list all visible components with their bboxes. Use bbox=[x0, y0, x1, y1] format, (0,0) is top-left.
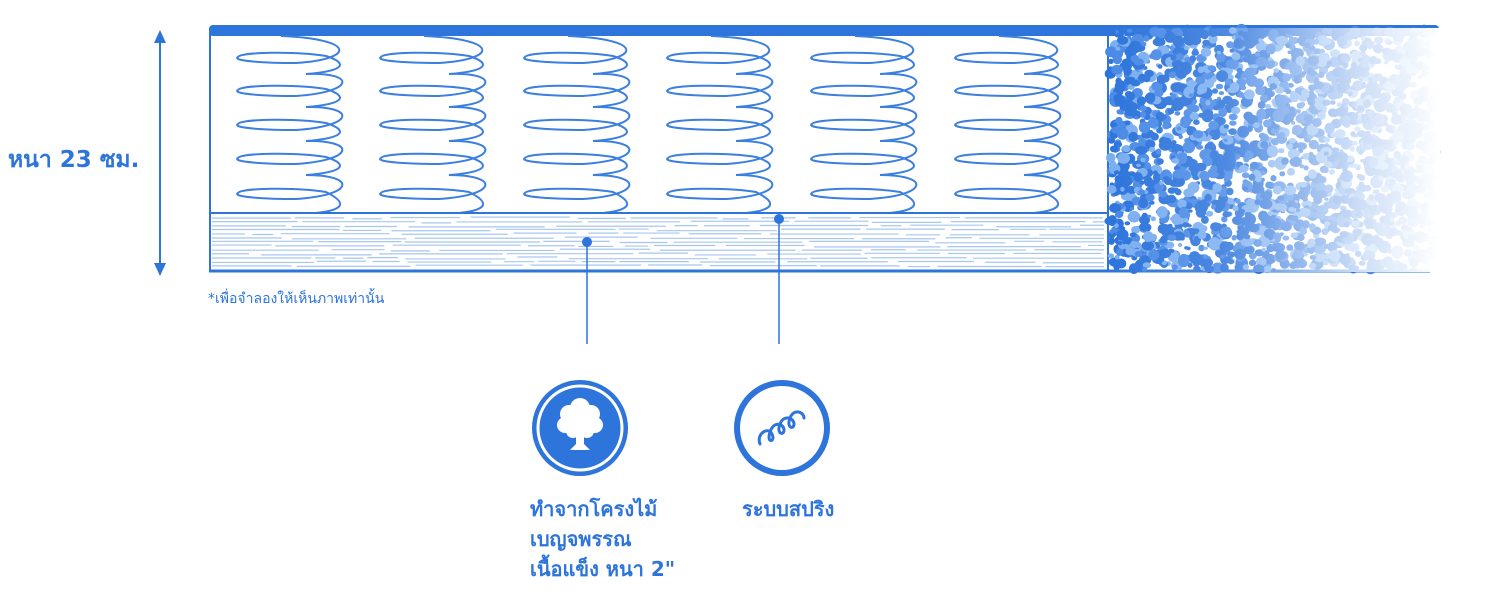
wood-callout-line bbox=[582, 237, 592, 344]
wood-frame-layer bbox=[212, 216, 1104, 268]
spring-system-label-line: ระบบสปริง bbox=[742, 497, 835, 521]
spring-coils bbox=[236, 35, 1062, 214]
spring-callout-line bbox=[774, 214, 784, 344]
spring-coil bbox=[666, 35, 774, 214]
spring-coil bbox=[379, 35, 487, 214]
foam-texture bbox=[1104, 23, 1441, 275]
thickness-label: หนา 23 ซม. bbox=[8, 147, 140, 173]
mattress-body bbox=[209, 25, 1439, 273]
spring-icon bbox=[732, 378, 832, 478]
spring-coil bbox=[954, 35, 1062, 214]
spring-coil bbox=[523, 35, 631, 214]
wood-frame-label-line: เนื้อแข็ง หนา 2" bbox=[530, 557, 676, 581]
wood-frame-label-line: ทำจากโครงไม้ bbox=[530, 497, 658, 521]
wood-frame-label: ทำจากโครงไม้ เบญจพรรณ เนื้อแข็ง หนา 2" bbox=[530, 494, 675, 584]
spring-coil bbox=[236, 35, 344, 214]
tree-icon bbox=[530, 378, 630, 478]
thickness-arrow bbox=[154, 30, 166, 276]
spring-system-label: ระบบสปริง bbox=[742, 494, 834, 524]
wood-frame-label-line: เบญจพรรณ bbox=[530, 527, 632, 551]
spring-coil bbox=[810, 35, 918, 214]
disclaimer-note: *เพื่อจำลองให้เห็นภาพเท่านั้น bbox=[208, 291, 385, 307]
